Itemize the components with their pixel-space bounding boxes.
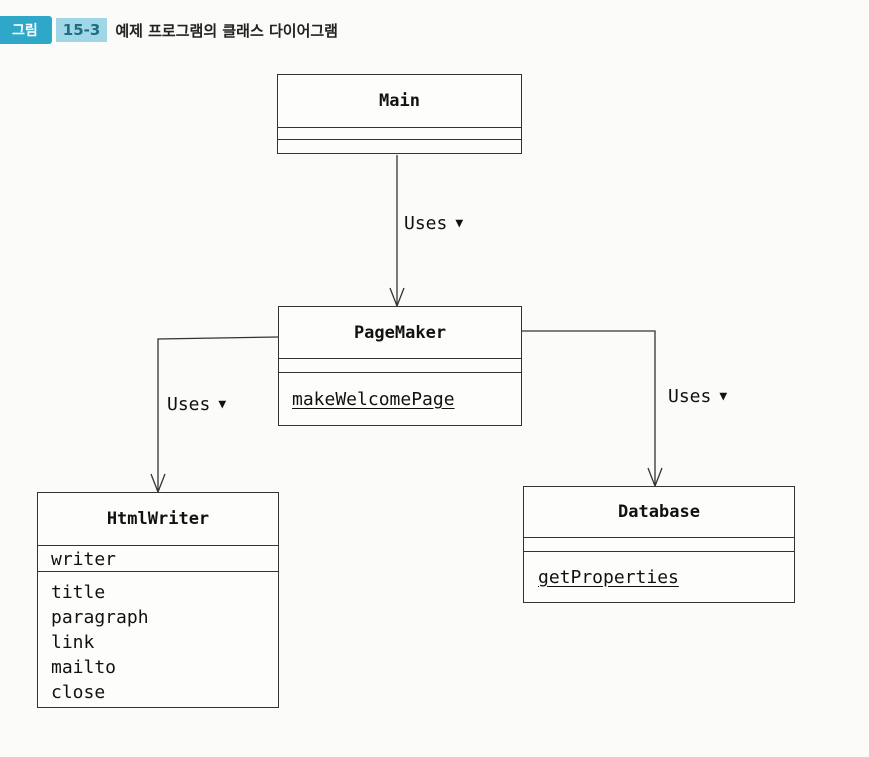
field-writer: writer [51, 549, 117, 570]
relation-label-pagemaker-htmlwriter: Uses ▼ [167, 394, 226, 415]
method-makewelcomepage: makeWelcomePage [292, 389, 455, 410]
uses-text: Uses [404, 213, 448, 234]
fields-main [278, 127, 521, 139]
uses-text: Uses [668, 386, 712, 407]
direction-triangle-icon: ▼ [218, 397, 227, 412]
uses-text: Uses [167, 394, 211, 415]
relation-label-pagemaker-database: Uses ▼ [668, 386, 727, 407]
method-paragraph: paragraph [51, 607, 149, 628]
method-close: close [51, 682, 106, 703]
class-name-main: Main [379, 91, 420, 111]
fields-htmlwriter: writer [38, 545, 278, 571]
figure-number: 15-3 [55, 18, 108, 42]
method-title: title [51, 582, 106, 603]
relation-label-main-pagemaker: Uses ▼ [404, 213, 463, 234]
direction-triangle-icon: ▼ [455, 216, 464, 231]
class-name-pagemaker: PageMaker [353, 322, 447, 343]
class-name-database: Database [618, 502, 700, 522]
methods-pagemaker: makeWelcomePage [279, 372, 521, 412]
figure-caption: 그림 15-3 예제 프로그램의 클래스 다이어그램 [0, 16, 338, 44]
class-database: Database getProperties [523, 486, 795, 603]
figure-title: 예제 프로그램의 클래스 다이어그램 [115, 21, 338, 40]
methods-htmlwriter: title paragraph link mailto close [38, 571, 278, 705]
method-mailto: mailto [51, 657, 117, 678]
edge-pagemaker-database [522, 330, 656, 486]
direction-triangle-icon: ▼ [719, 389, 728, 404]
methods-main [278, 139, 521, 153]
class-pagemaker: PageMaker makeWelcomePage [278, 306, 522, 426]
methods-database: getProperties [524, 551, 794, 590]
class-name-htmlwriter: HtmlWriter [106, 509, 210, 529]
fields-pagemaker [279, 358, 521, 372]
fields-database [524, 537, 794, 551]
method-link: link [51, 632, 95, 653]
class-main: Main [277, 74, 522, 154]
class-htmlwriter: HtmlWriter writer title paragraph link m… [37, 492, 279, 708]
figure-tag: 그림 [0, 16, 52, 44]
edge-pagemaker-htmlwriter [157, 336, 279, 492]
method-getproperties: getProperties [538, 567, 679, 588]
